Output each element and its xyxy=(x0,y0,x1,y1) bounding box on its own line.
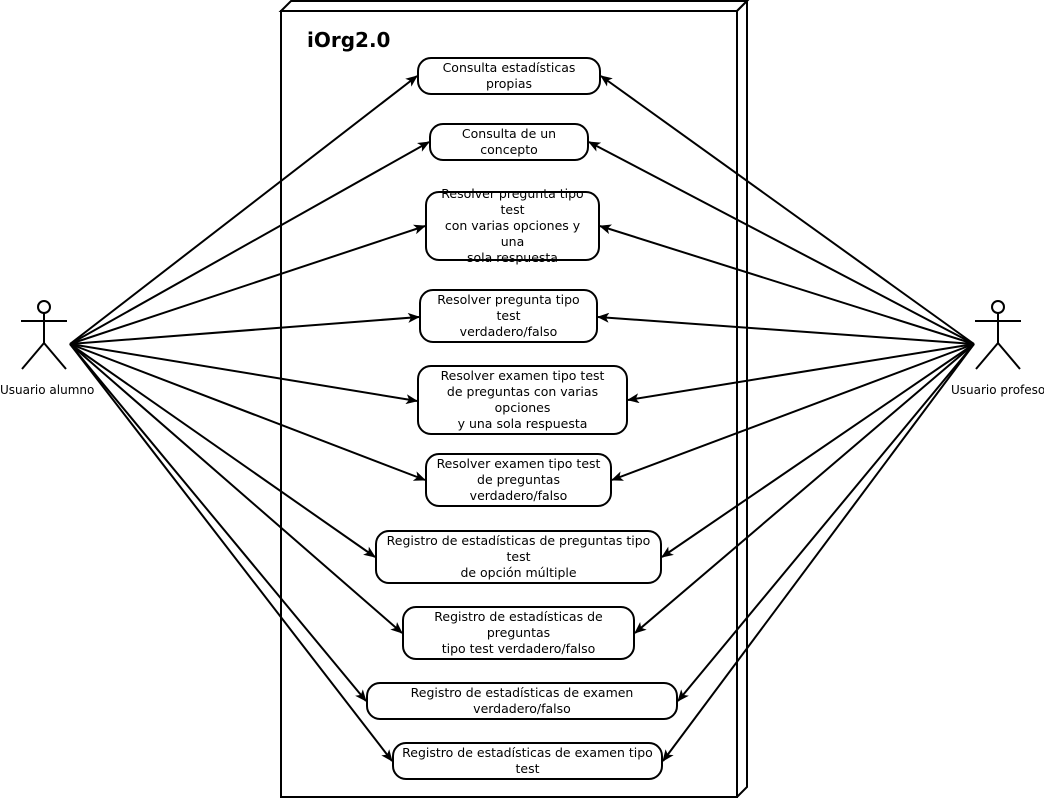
student-actor-icon[interactable] xyxy=(21,300,67,370)
association-student-uc10 xyxy=(69,343,393,762)
association-student-uc2 xyxy=(69,141,430,345)
teacher-actor-label: Usuario profesor xyxy=(951,383,1044,397)
association-teacher-uc5 xyxy=(627,343,975,404)
use-case-registro-preguntas-opcion-multiple[interactable]: Registro de estadísticas de preguntas ti… xyxy=(375,530,662,584)
use-case-registro-examen-vf[interactable]: Registro de estadísticas de examen verda… xyxy=(366,682,678,720)
use-case-registro-preguntas-vf[interactable]: Registro de estadísticas de preguntas ti… xyxy=(402,606,635,660)
use-case-consulta-estadisticas-propias[interactable]: Consulta estadísticas propias xyxy=(417,57,601,95)
association-teacher-uc8 xyxy=(634,343,975,634)
association-teacher-uc7 xyxy=(661,343,975,558)
association-student-uc7 xyxy=(69,343,376,558)
system-title: iOrg2.0 xyxy=(307,28,391,52)
association-student-uc3 xyxy=(69,224,426,345)
use-case-resolver-pregunta-opciones[interactable]: Resolver pregunta tipo test con varias o… xyxy=(425,186,600,265)
association-student-uc1 xyxy=(69,75,418,345)
association-teacher-uc2 xyxy=(588,141,975,345)
association-student-uc9 xyxy=(69,343,367,702)
use-case-resolver-examen-opciones[interactable]: Resolver examen tipo test de preguntas c… xyxy=(417,365,628,435)
use-case-resolver-examen-vf[interactable]: Resolver examen tipo test de preguntas v… xyxy=(425,453,612,507)
association-student-uc5 xyxy=(69,343,418,405)
association-teacher-uc4 xyxy=(597,312,975,345)
use-case-consulta-concepto[interactable]: Consulta de un concepto xyxy=(429,123,589,161)
teacher-actor-icon[interactable] xyxy=(975,300,1021,370)
association-teacher-uc10 xyxy=(662,343,975,762)
association-teacher-uc9 xyxy=(677,343,975,702)
association-teacher-uc6 xyxy=(611,343,975,481)
association-student-uc8 xyxy=(69,343,403,634)
association-student-uc4 xyxy=(69,312,420,345)
student-actor-label: Usuario alumno xyxy=(0,383,95,397)
association-teacher-uc3 xyxy=(599,224,975,345)
association-student-uc6 xyxy=(69,343,426,481)
use-case-registro-examen-tipo-test[interactable]: Registro de estadísticas de examen tipo … xyxy=(392,742,663,780)
use-case-resolver-pregunta-vf[interactable]: Resolver pregunta tipo test verdadero/fa… xyxy=(419,289,598,343)
association-teacher-uc1 xyxy=(600,75,975,345)
association-lines xyxy=(69,75,975,762)
